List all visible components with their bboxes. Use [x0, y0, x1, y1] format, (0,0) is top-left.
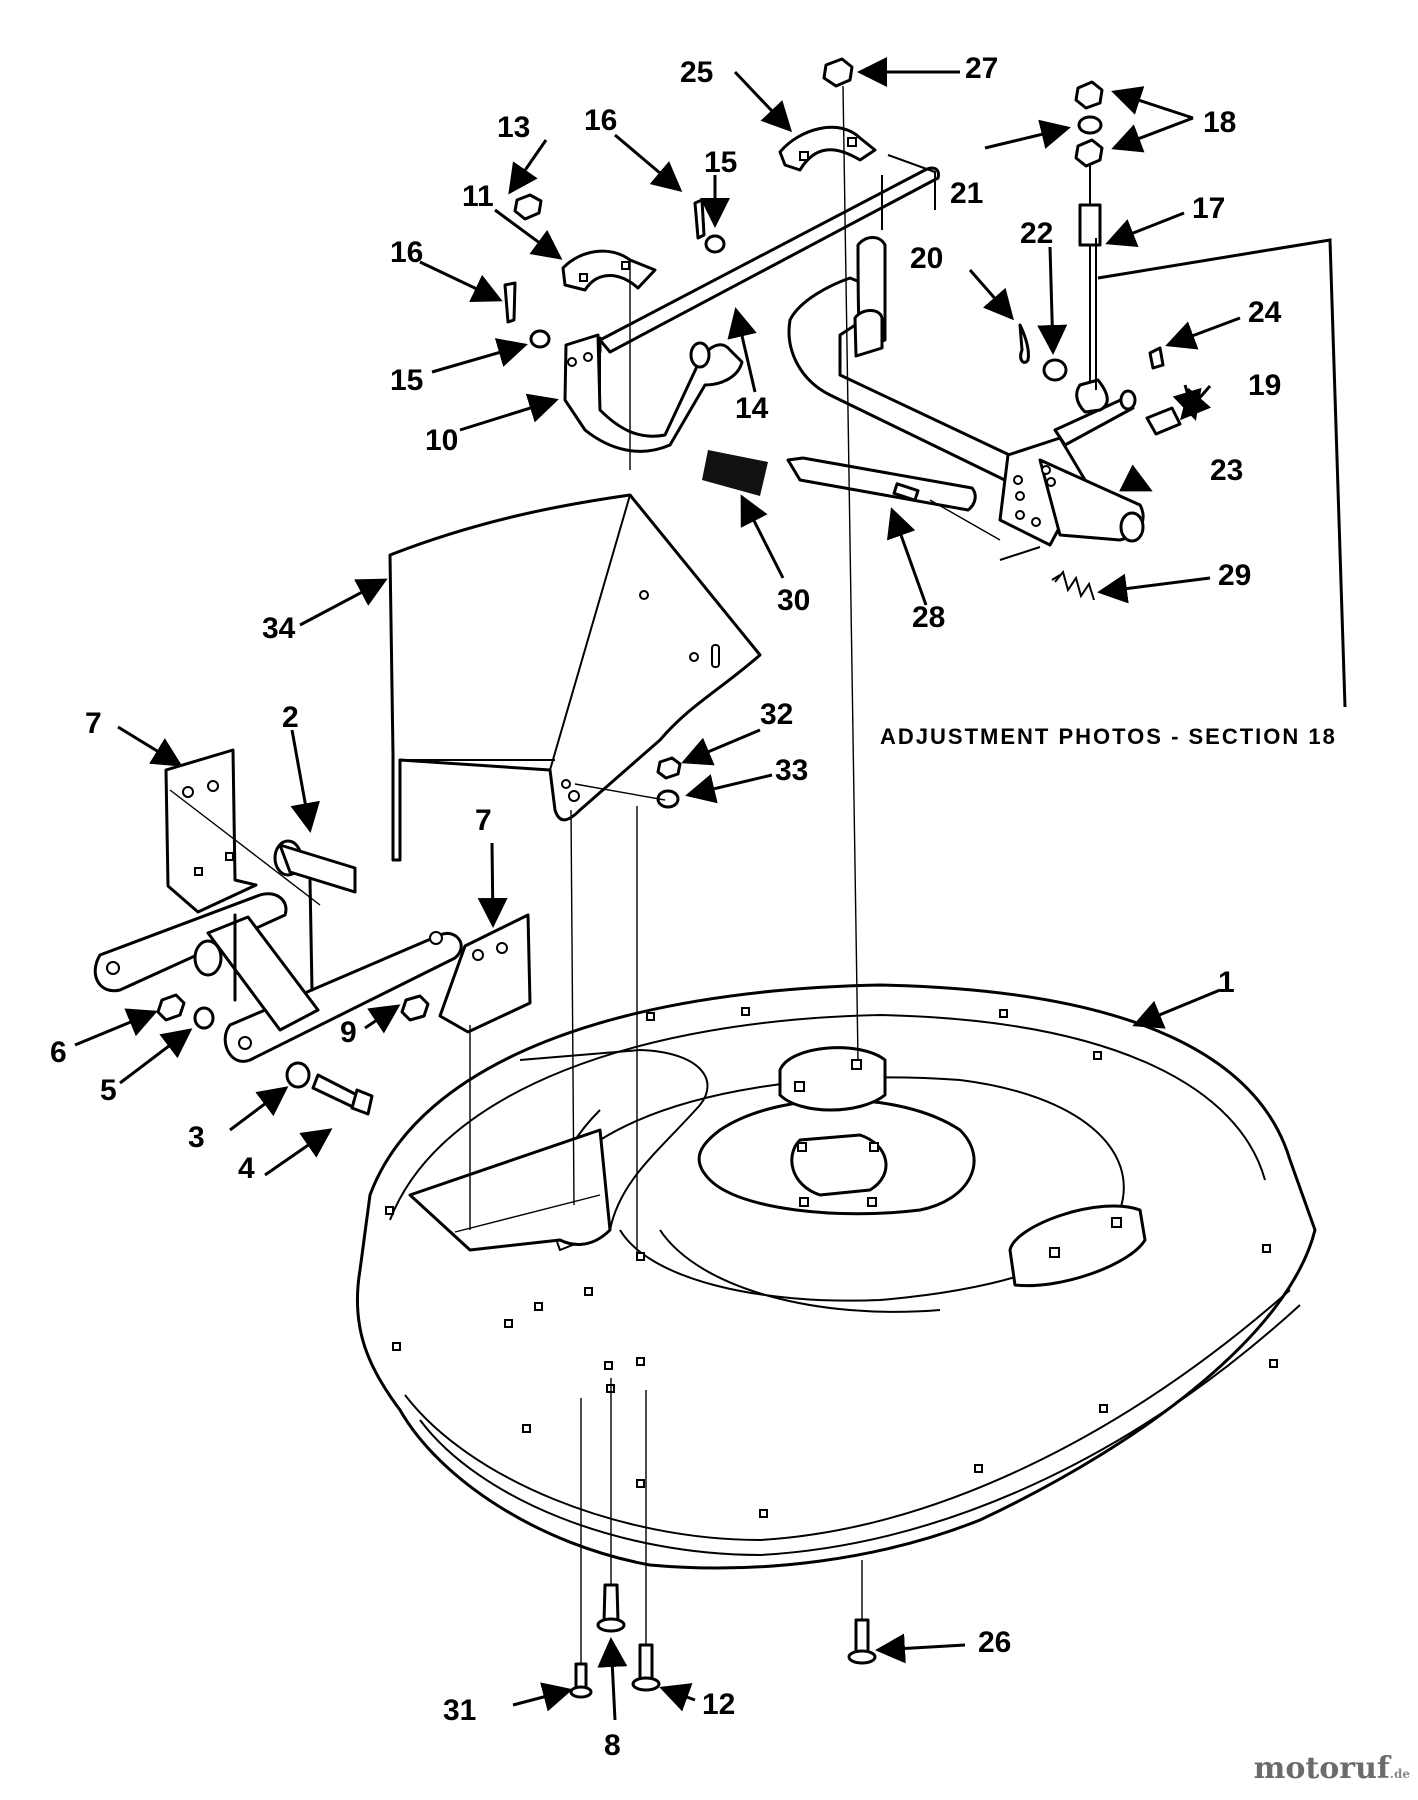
bolts-bottom — [569, 1583, 877, 1699]
callout-6: 6 — [50, 1036, 67, 1069]
callout-14: 14 — [735, 392, 769, 425]
callout-25: 25 — [680, 56, 713, 89]
bolt-4 — [311, 1073, 374, 1116]
hanger-bracket-right — [438, 913, 532, 1034]
callout-5: 5 — [100, 1074, 117, 1107]
callout-28: 28 — [912, 601, 945, 634]
callout-labels: 1 2 3 4 5 6 7 7 8 9 10 11 12 13 14 15 15… — [50, 52, 1282, 1762]
handle-grip — [702, 450, 768, 496]
callout-32: 32 — [760, 698, 793, 731]
washer-5 — [193, 1006, 215, 1030]
callout-13: 13 — [497, 111, 530, 144]
cotter-pin-16-left — [503, 281, 517, 324]
hardware-rear — [156, 993, 430, 1116]
bolt-12 — [631, 1643, 661, 1692]
callout-22: 22 — [1020, 217, 1053, 250]
hardware-upper — [503, 57, 1182, 809]
callout-18: 18 — [1203, 106, 1236, 139]
watermark-logo: motoruf.de — [1254, 1751, 1410, 1786]
callout-9: 9 — [340, 1016, 357, 1049]
callout-27: 27 — [965, 52, 998, 85]
mower-deck — [355, 983, 1317, 1570]
callout-7-left: 7 — [85, 707, 102, 740]
callout-1: 1 — [1218, 966, 1235, 999]
callout-17: 17 — [1192, 192, 1225, 225]
lift-handle — [786, 456, 977, 512]
hairpin-20 — [1018, 323, 1030, 364]
callout-30: 30 — [777, 584, 810, 617]
hanger-bracket-left — [164, 748, 258, 914]
callout-3: 3 — [188, 1121, 205, 1154]
callout-26: 26 — [978, 1626, 1011, 1659]
callout-15-right: 15 — [704, 146, 737, 179]
washer-22 — [1042, 358, 1068, 382]
nut-washer-stack — [1074, 80, 1104, 168]
callout-34: 34 — [262, 612, 296, 645]
callout-12: 12 — [702, 1688, 735, 1721]
adjustment-rod — [1075, 165, 1109, 414]
bolt-8 — [596, 1583, 626, 1633]
lift-arm-left — [563, 333, 744, 453]
callout-15-left: 15 — [390, 364, 423, 397]
washer-15-right — [704, 234, 726, 254]
callout-8: 8 — [604, 1729, 621, 1762]
hex-nut-9 — [400, 994, 430, 1022]
hex-nut-6 — [156, 993, 186, 1022]
note-bracket — [1097, 238, 1347, 708]
pin-24 — [1148, 346, 1165, 370]
callout-21: 21 — [950, 177, 983, 210]
clip-11 — [561, 249, 657, 292]
callout-arrows — [74, 57, 1241, 1721]
callout-7-right: 7 — [475, 804, 492, 837]
bolt-26 — [847, 1618, 877, 1665]
callout-19: 19 — [1248, 369, 1281, 402]
watermark-brand: motoruf — [1253, 1751, 1390, 1786]
rear-hanger — [93, 839, 463, 1063]
callout-23: 23 — [1210, 454, 1243, 487]
clip-25 — [778, 125, 877, 172]
callout-20: 20 — [910, 242, 943, 275]
watermark-suffix: .de — [1389, 1767, 1410, 1781]
callout-16-right: 16 — [584, 104, 617, 137]
discharge-deflector — [388, 493, 762, 862]
callout-11: 11 — [462, 180, 494, 213]
lock-nut-32 — [656, 756, 682, 780]
bolt-31 — [569, 1662, 593, 1699]
callout-29: 29 — [1218, 559, 1251, 592]
nut-13 — [513, 193, 543, 221]
callout-16-left: 16 — [390, 236, 423, 269]
spring — [1051, 569, 1095, 601]
callout-31: 31 — [443, 1694, 476, 1727]
callout-10: 10 — [425, 424, 458, 457]
alignment-lines — [169, 85, 1091, 1664]
cotter-pin-16-right — [693, 198, 706, 240]
callout-2: 2 — [282, 701, 299, 734]
washer-15-left — [529, 329, 551, 349]
callout-33: 33 — [775, 754, 808, 787]
callout-24: 24 — [1248, 296, 1282, 329]
callout-4: 4 — [238, 1152, 255, 1185]
nut-27 — [822, 57, 854, 88]
adjustment-photos-note: ADJUSTMENT PHOTOS - SECTION 18 — [880, 724, 1337, 749]
spacer-3 — [285, 1061, 311, 1089]
clevis-pin-19 — [1145, 406, 1182, 436]
